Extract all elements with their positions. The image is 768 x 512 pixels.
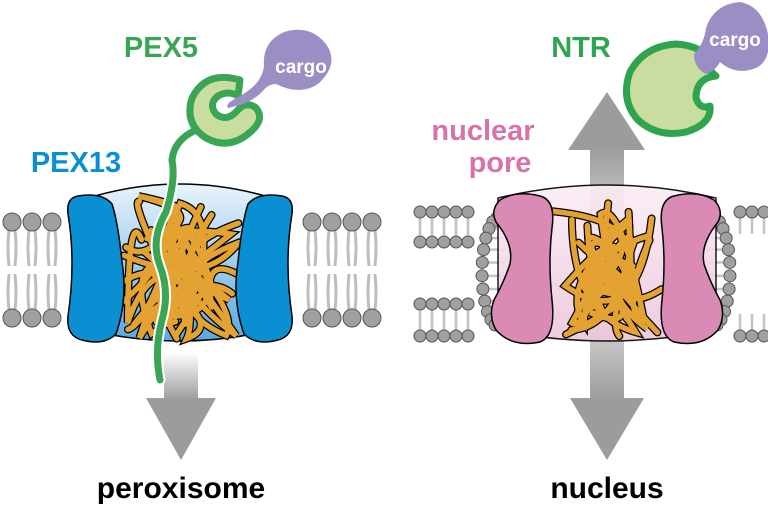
left-panel: cargo PEX5 PEX13 peroxisome <box>2 29 382 505</box>
lipid-tail <box>346 273 358 311</box>
lipid-head <box>733 205 747 219</box>
pex13-left-subunit <box>66 194 125 343</box>
cargo-left <box>227 29 332 108</box>
import-arrow-down <box>146 352 216 460</box>
pex5-label: PEX5 <box>124 32 198 64</box>
lipid-head <box>362 308 382 328</box>
lipid-tail <box>46 273 58 311</box>
lipid-head <box>721 243 735 257</box>
pex5-binding-domain <box>186 73 264 147</box>
lipid-tail <box>6 229 18 267</box>
pore-right-subunit <box>660 193 724 345</box>
lipid-head <box>413 297 427 311</box>
lipid-head <box>437 297 451 311</box>
lipid-head <box>42 212 62 232</box>
nuclear-pore-label-line2: pore <box>469 147 532 179</box>
lipid-head <box>302 308 322 328</box>
pore-left-subunit <box>490 193 554 345</box>
lipid-head <box>2 308 22 328</box>
peroxisome-membrane <box>2 212 382 328</box>
lipid-tail <box>306 273 318 311</box>
lipid-head <box>22 212 42 232</box>
lipid-head <box>745 205 759 219</box>
fg-strand <box>610 233 650 275</box>
lipid-head <box>413 329 427 343</box>
lipid-head <box>302 212 322 232</box>
cargo-right <box>694 2 768 74</box>
lipid-head <box>342 212 362 232</box>
lipid-tail <box>366 229 378 267</box>
lipid-head <box>42 308 62 328</box>
pex13-channel <box>66 183 294 346</box>
lipid-head <box>437 205 451 219</box>
lipid-head <box>461 235 475 249</box>
lipid-head <box>475 255 489 269</box>
lipid-head <box>733 329 747 343</box>
lipid-head <box>477 243 491 257</box>
lipid-head <box>479 231 493 245</box>
nucleus-label: nucleus <box>550 472 663 505</box>
lipid-head <box>475 269 489 283</box>
lipid-head <box>362 212 382 232</box>
lipid-head <box>22 308 42 328</box>
lipid-head <box>476 282 490 296</box>
lipid-tail <box>326 229 338 267</box>
lipid-head <box>719 231 733 245</box>
lipid-head <box>757 329 768 343</box>
ntr-label: NTR <box>551 32 611 64</box>
cargo-label-right: cargo <box>709 30 761 51</box>
lipid-head <box>449 205 463 219</box>
lipid-head <box>437 235 451 249</box>
lipid-head <box>322 212 342 232</box>
lipid-head <box>745 329 759 343</box>
lipid-head <box>322 308 342 328</box>
lipid-head <box>461 329 475 343</box>
lipid-head <box>425 205 439 219</box>
cargo-label-left: cargo <box>275 57 327 78</box>
lipid-head <box>449 297 463 311</box>
lipid-head <box>723 269 737 283</box>
lipid-tail <box>26 229 38 267</box>
lipid-head <box>461 297 475 311</box>
lipid-head <box>723 255 737 269</box>
lipid-head <box>757 205 768 219</box>
lipid-head <box>413 235 427 249</box>
peroxisome-label: peroxisome <box>97 472 265 505</box>
lipid-head <box>342 308 362 328</box>
lipid-head <box>425 235 439 249</box>
lipid-tail <box>26 273 38 311</box>
lipid-head <box>722 282 736 296</box>
lipid-head <box>449 235 463 249</box>
lipid-head <box>425 329 439 343</box>
nuclear-pore-label-line1: nuclear <box>431 115 534 147</box>
lipid-tail <box>326 273 338 311</box>
lipid-head <box>449 329 463 343</box>
pex5-receptor <box>150 73 264 386</box>
lipid-head <box>413 205 427 219</box>
lipid-tail <box>46 229 58 267</box>
lipid-tail <box>346 229 358 267</box>
pex13-label: PEX13 <box>31 147 121 179</box>
lipid-tail <box>306 229 318 267</box>
pex13-right-subunit <box>235 194 294 343</box>
fg-strand <box>574 223 629 332</box>
lipid-head <box>2 212 22 232</box>
lipid-tail <box>366 273 378 311</box>
lipid-head <box>425 297 439 311</box>
nuclear-envelope <box>413 205 768 343</box>
lipid-tail <box>6 273 18 311</box>
right-panel: cargo NTR nuclear pore nucleus <box>413 2 768 505</box>
nuclear-pore-complex <box>490 184 724 345</box>
lipid-head <box>461 205 475 219</box>
lipid-head <box>437 329 451 343</box>
